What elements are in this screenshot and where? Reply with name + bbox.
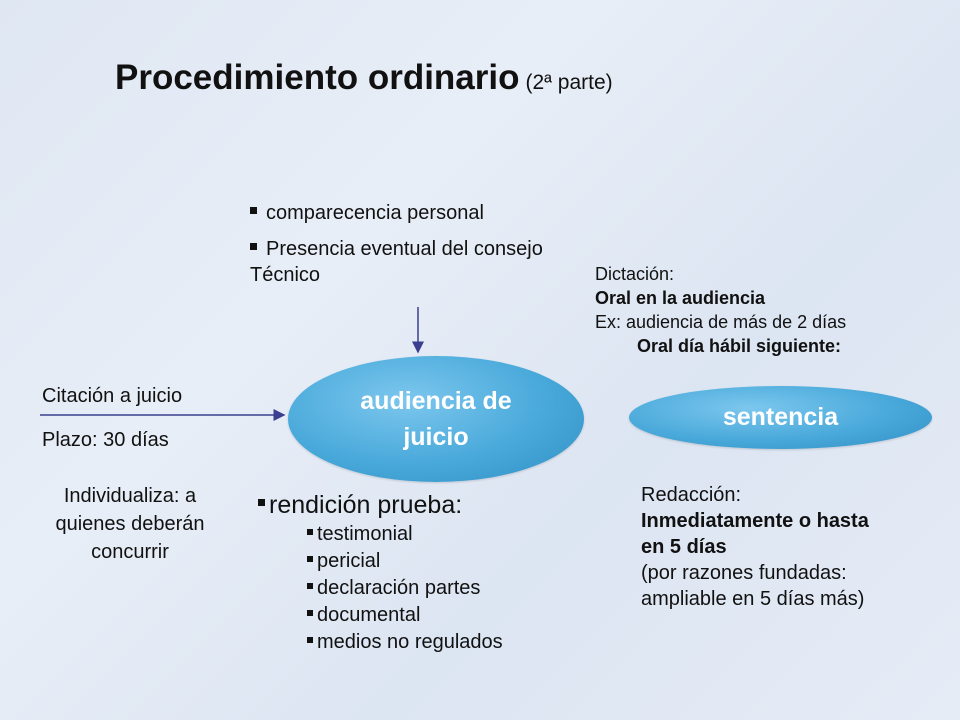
note-comparecencia: comparecencia personal bbox=[250, 200, 570, 226]
note-comparecencia-text: comparecencia personal bbox=[266, 202, 484, 224]
slide-title: Procedimiento ordinario(2ª parte) bbox=[115, 58, 613, 98]
plazo-label: Plazo: 30 días bbox=[42, 429, 169, 451]
prueba-item-text: pericial bbox=[317, 550, 381, 572]
dictacion-oral-siguiente: Oral día hábil siguiente: bbox=[637, 336, 842, 356]
prueba-item-text: documental bbox=[317, 604, 421, 626]
prueba-heading: rendición prueba: bbox=[258, 489, 503, 521]
node-sentencia-label: sentencia bbox=[722, 403, 839, 431]
individualiza-line: quienes deberán bbox=[55, 513, 205, 535]
prueba-item: testimonial bbox=[307, 521, 503, 548]
individualiza-note: Individualiza: a quienes deberán concurr… bbox=[10, 482, 250, 566]
redaccion-line: (por razones fundadas: bbox=[641, 562, 847, 584]
redaccion-bold-line: en 5 días bbox=[641, 536, 727, 558]
prueba-item: pericial bbox=[307, 548, 503, 575]
note-consejo: Presencia eventual del consejo Técnico bbox=[250, 236, 550, 288]
prueba-item-text: testimonial bbox=[317, 523, 413, 545]
redaccion-line: ampliable en 5 días más) bbox=[641, 588, 865, 610]
citacion-label: Citación a juicio bbox=[42, 385, 183, 407]
individualiza-line: Individualiza: a bbox=[63, 485, 197, 507]
dictacion-note: Dictación: Oral en la audiencia Ex: audi… bbox=[595, 262, 846, 358]
individualiza-line: concurrir bbox=[91, 541, 169, 563]
prueba-item-text: declaración partes bbox=[317, 577, 481, 599]
node-sentencia: sentencia bbox=[629, 386, 932, 449]
note-consejo-text: Presencia eventual del consejo Técnico bbox=[250, 238, 543, 286]
top-notes-list: comparecencia personal Presencia eventua… bbox=[250, 200, 570, 298]
redaccion-note: Redacción: Inmediatamente o hasta en 5 d… bbox=[641, 482, 869, 612]
prueba-items: testimonial pericial declaración partes … bbox=[258, 521, 503, 656]
node-audiencia-label: audiencia de juicio bbox=[360, 387, 512, 451]
prueba-item: medios no regulados bbox=[307, 629, 503, 656]
dictacion-label: Dictación: bbox=[595, 264, 675, 284]
prueba-item: documental bbox=[307, 602, 503, 629]
prueba-item-text: medios no regulados bbox=[317, 631, 503, 653]
dictacion-ex: Ex: audiencia de más de 2 días bbox=[595, 312, 847, 332]
title-main: Procedimiento ordinario bbox=[115, 58, 520, 97]
dictacion-oral: Oral en la audiencia bbox=[595, 288, 766, 308]
prueba-list: rendición prueba: testimonial pericial d… bbox=[258, 489, 503, 656]
prueba-item: declaración partes bbox=[307, 575, 503, 602]
redaccion-label: Redacción: bbox=[641, 484, 742, 506]
title-subtitle: (2ª parte) bbox=[525, 71, 613, 94]
node-audiencia-de-juicio: audiencia de juicio bbox=[288, 356, 584, 482]
redaccion-bold-line: Inmediatamente o hasta bbox=[641, 510, 869, 532]
